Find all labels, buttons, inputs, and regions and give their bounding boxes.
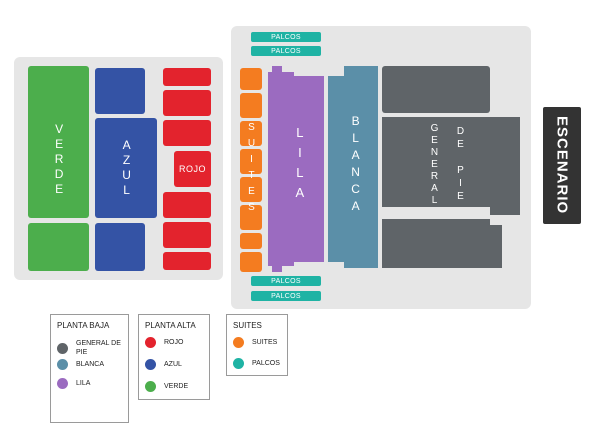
section-palcos-top-1[interactable]: PALCOS: [251, 32, 321, 42]
section-verde-label: VERDE: [52, 121, 67, 197]
section-general-main[interactable]: [382, 117, 520, 215]
section-suites-4[interactable]: [240, 177, 262, 202]
section-azul-top[interactable]: [95, 68, 145, 114]
legend-item-palcos: PALCOS: [233, 358, 280, 369]
legend-title: SUITES: [233, 321, 262, 330]
section-suites-5[interactable]: [240, 205, 262, 230]
section-blanca[interactable]: [328, 66, 380, 268]
section-rojo-6[interactable]: [163, 252, 211, 270]
section-verde-bottom[interactable]: [28, 223, 89, 271]
section-suites-label: SUITES: [246, 122, 257, 218]
legend-label: GENERAL DE PIE: [76, 340, 121, 356]
legend-label: SUITES: [252, 339, 278, 346]
section-general-label-2: DE PIE: [455, 126, 466, 204]
legend-item-rojo: ROJO: [145, 337, 183, 348]
legend-title: PLANTA ALTA: [145, 321, 196, 330]
legend-dot: [57, 342, 68, 354]
section-rojo-2[interactable]: [163, 90, 211, 116]
section-azul-label: AZUL: [119, 138, 134, 198]
legend-item-azul: AZUL: [145, 359, 182, 370]
section-palcos-top-2[interactable]: PALCOS: [251, 46, 321, 56]
section-general-top[interactable]: [382, 66, 490, 113]
section-general-bottom[interactable]: [382, 219, 502, 268]
legend-label: AZUL: [164, 361, 182, 368]
section-rojo-5[interactable]: [163, 222, 211, 248]
section-suites-top[interactable]: [240, 68, 262, 90]
section-lila[interactable]: [268, 66, 328, 272]
legend-dot: [145, 359, 156, 370]
section-suites-3[interactable]: [240, 149, 262, 174]
legend-dot: [233, 337, 244, 348]
section-suites-1[interactable]: [240, 93, 262, 118]
legend-dot: [57, 378, 68, 389]
legend-item-lila: LILA: [57, 378, 90, 389]
legend-label: PALCOS: [252, 360, 280, 367]
section-blanca-label: BLANCA: [348, 114, 363, 216]
section-rojo-4[interactable]: [163, 192, 211, 218]
section-lila-label: LILA: [292, 125, 308, 205]
legend-item-blanca: BLANCA: [57, 359, 104, 370]
legend-dot: [145, 337, 156, 348]
legend-dot: [145, 381, 156, 392]
section-palcos-bottom-1[interactable]: PALCOS: [251, 276, 321, 286]
section-azul-bottom[interactable]: [95, 223, 145, 271]
legend-planta-alta: PLANTA ALTA ROJO AZUL VERDE: [138, 314, 210, 400]
legend-planta-baja: PLANTA BAJA GENERAL DE PIE BLANCA LILA: [50, 314, 129, 423]
section-suites-bottom[interactable]: [240, 252, 262, 272]
section-rojo-label: ROJO: [178, 164, 206, 174]
section-suites-6[interactable]: [240, 233, 262, 249]
legend-label: ROJO: [164, 339, 184, 346]
legend-item-verde: VERDE: [145, 381, 188, 392]
stage-escenario: ESCENARIO: [543, 107, 581, 224]
section-rojo-1[interactable]: [163, 68, 211, 86]
legend-dot: [233, 358, 244, 369]
section-suites-2[interactable]: [240, 121, 262, 146]
legend-suites: SUITES SUITES PALCOS: [226, 314, 288, 376]
legend-title: PLANTA BAJA: [57, 321, 110, 330]
legend-dot: [57, 359, 68, 370]
section-rojo-3[interactable]: [163, 120, 211, 146]
legend-label: BLANCA: [76, 361, 105, 368]
legend-label: LILA: [76, 380, 91, 387]
section-verde-top[interactable]: [28, 66, 89, 218]
section-general-label-1: GENERAL: [429, 123, 440, 207]
legend-item-general: GENERAL DE PIE: [57, 339, 122, 357]
legend-item-suites: SUITES: [233, 337, 277, 348]
legend-label: VERDE: [164, 383, 189, 390]
section-rojo-main[interactable]: ROJO: [174, 151, 211, 187]
section-palcos-bottom-2[interactable]: PALCOS: [251, 291, 321, 301]
section-azul-middle[interactable]: [95, 118, 157, 218]
